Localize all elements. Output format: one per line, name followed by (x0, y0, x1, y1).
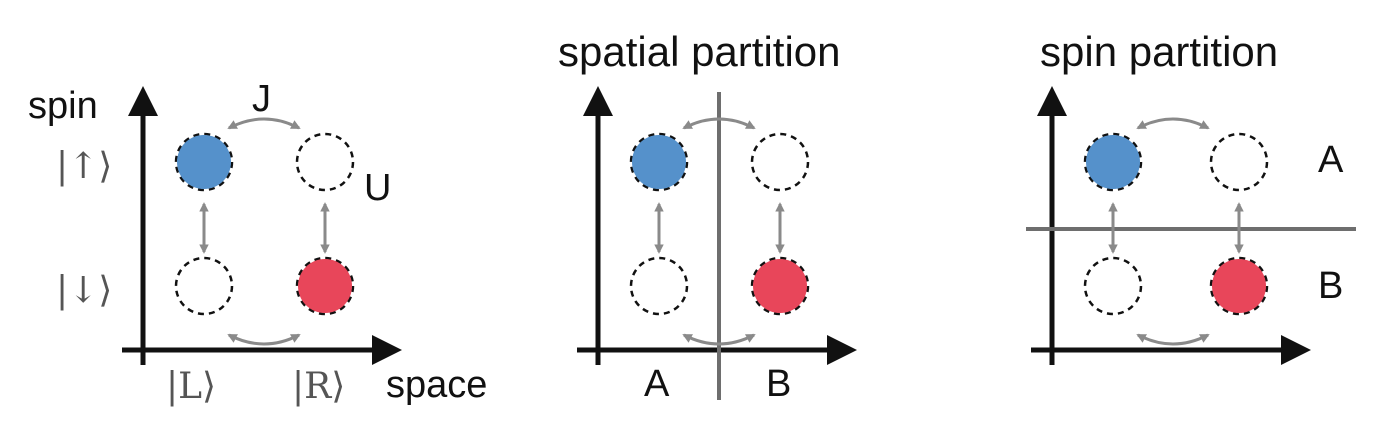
empty-site-left-down (629, 256, 689, 316)
panel-1-lattice: spin space J U |↑⟩ |↓⟩ |L⟩ |R⟩ (28, 78, 487, 407)
panel-3-spin-partition: spin partition A B (1026, 28, 1356, 365)
coupling-label-j: J (252, 78, 271, 120)
ket-up-label: |↑⟩ (56, 146, 112, 187)
ket-down-label: |↓⟩ (56, 270, 112, 311)
panel-2-spatial-partition: spatial partition A B (558, 28, 857, 405)
empty-site-left-down (1083, 256, 1143, 316)
spin-axis-label: spin (28, 85, 98, 127)
spin-partition-title: spin partition (1040, 28, 1278, 75)
empty-site-right-up (1209, 132, 1269, 192)
hopping-arrow-top (1136, 117, 1210, 130)
hopping-arrow-bottom (682, 333, 756, 346)
region-a-label: A (644, 363, 670, 405)
empty-site-right-up (295, 132, 355, 192)
region-b-label: B (1318, 265, 1343, 307)
interaction-label-u: U (364, 167, 391, 209)
hopping-arrow-bottom (227, 333, 301, 346)
region-b-label: B (766, 363, 791, 405)
empty-site-right-up (750, 132, 810, 192)
ket-left-label: |L⟩ (166, 366, 216, 407)
spin-up-particle (632, 135, 686, 189)
spatial-partition-title: spatial partition (558, 28, 841, 75)
spin-down-particle (1212, 259, 1266, 313)
region-a-label: A (1318, 139, 1344, 181)
empty-site-left-down (174, 256, 234, 316)
spin-down-particle (298, 259, 352, 313)
spin-down-particle (753, 259, 807, 313)
hopping-arrow-top (227, 117, 301, 130)
hopping-arrow-bottom (1136, 333, 1210, 346)
spin-up-particle (1086, 135, 1140, 189)
spin-up-particle (177, 135, 231, 189)
ket-right-label: |R⟩ (292, 366, 345, 407)
hopping-arrow-top (682, 117, 756, 130)
space-axis-label: space (386, 364, 487, 406)
